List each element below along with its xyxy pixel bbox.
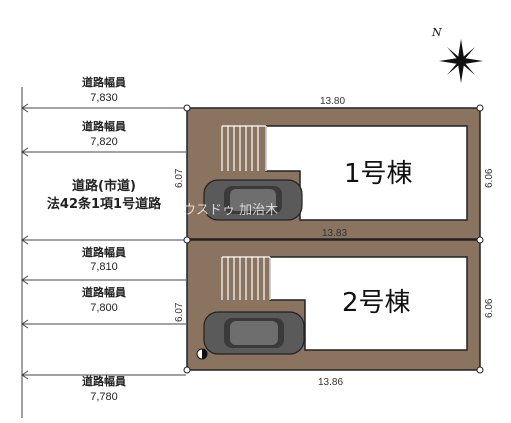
road-4-width: 7,810 — [90, 261, 118, 273]
road-2-width: 7,820 — [90, 136, 118, 148]
lot-1-bottom-dim: 13.83 — [322, 228, 347, 239]
road-2-title: 道路幅員 — [82, 119, 126, 133]
boundary-markers — [183, 104, 484, 374]
lot-2-right-dim: 6.06 — [484, 298, 495, 318]
meter-icon — [196, 348, 208, 360]
lot-2-bottom-dim: 13.86 — [318, 377, 343, 388]
compass-rose-icon — [439, 39, 483, 83]
lot-1-car-icon — [203, 179, 303, 221]
road-1-title: 道路幅員 — [82, 75, 126, 89]
road-lines — [21, 87, 186, 418]
road-3-class: 法42条1項1号道路 — [47, 196, 162, 212]
road-5-title: 道路幅員 — [82, 285, 126, 299]
lot-1-stairs — [221, 125, 267, 171]
watermark: ハウスドゥ 加治木 — [170, 203, 278, 218]
lot-1-right-dim: 6.06 — [484, 168, 495, 188]
road-3-title: 道路(市道) — [72, 178, 136, 194]
lot-2-car-icon — [203, 311, 305, 355]
lot-1-top-dim: 13.80 — [320, 96, 345, 107]
lot-1-building-label: 1号棟 — [344, 159, 413, 189]
lot-2-left-dim: 6.07 — [174, 302, 185, 322]
road-5-width: 7,800 — [90, 302, 118, 314]
lot-2: 2号棟 — [186, 239, 481, 371]
road-6-width: 7,780 — [90, 391, 118, 403]
compass-north-label: N — [431, 26, 442, 39]
road-1-width: 7,830 — [90, 92, 118, 104]
road-6-title: 道路幅員 — [82, 374, 126, 388]
lot-1: 1号棟 — [186, 107, 481, 240]
lot-1-left-dim: 6.07 — [174, 168, 185, 188]
road-4-title: 道路幅員 — [82, 245, 126, 259]
lot-2-building-label: 2号棟 — [342, 288, 411, 318]
lot-2-stairs — [221, 256, 271, 300]
